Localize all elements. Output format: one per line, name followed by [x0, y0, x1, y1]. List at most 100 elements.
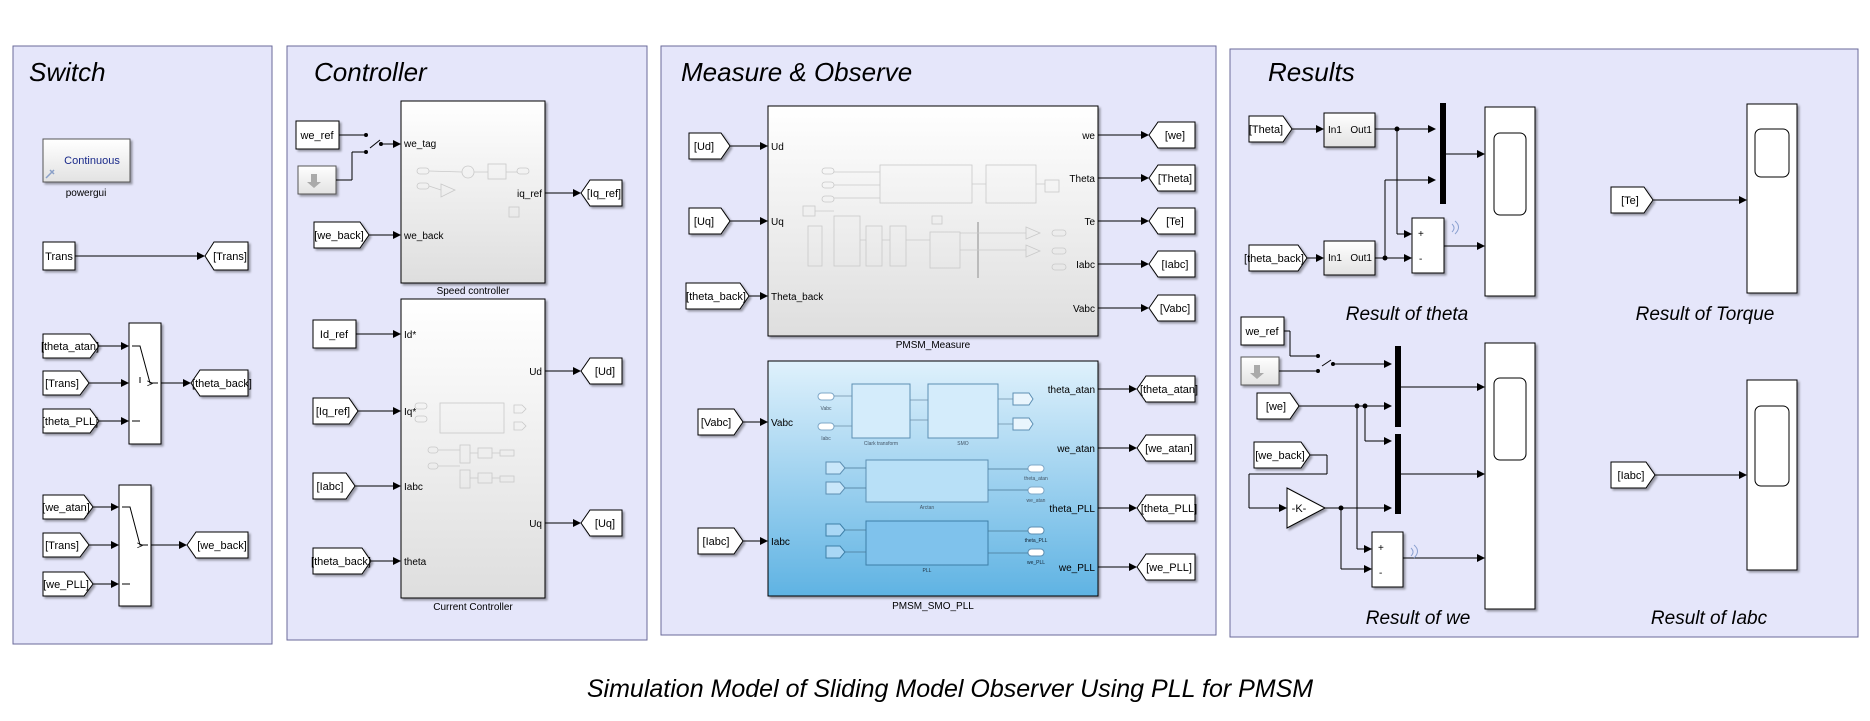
from-vabc-smo[interactable]: [Vabc]	[697, 408, 744, 436]
pmsm-measure-block[interactable]: Ud Uq Theta_back we Theta Te Iabc Vabc	[767, 105, 1099, 337]
powergui-block[interactable]: Continuous powergui	[42, 138, 131, 199]
svg-text:[Uq]: [Uq]	[595, 518, 615, 530]
svg-text:[we_atan]: [we_atan]	[42, 502, 90, 514]
scope-theta[interactable]	[1484, 106, 1536, 297]
from-theta-back-meas[interactable]: [theta_back]	[685, 282, 750, 310]
from-we-atan[interactable]: [we_atan]	[42, 494, 94, 520]
smo-inner-diagram: Vabc Iabc Clark transform SMO Arctan the…	[817, 383, 1048, 574]
speed-controller-block[interactable]: we_tag we_back iq_ref	[400, 100, 546, 284]
from-theta-res[interactable]: [Theta]	[1248, 115, 1293, 143]
mux-theta[interactable]	[1440, 103, 1446, 204]
goto-theta[interactable]: [Theta]	[1148, 164, 1196, 192]
goto-theta-back[interactable]: [theta_back]	[190, 369, 252, 397]
from-uq[interactable]: [Uq]	[688, 207, 731, 235]
svg-text:Id*: Id*	[404, 330, 416, 341]
svg-text:theta: theta	[404, 557, 427, 568]
plug-icon	[45, 169, 55, 179]
svg-text:[Iabc]: [Iabc]	[1162, 259, 1189, 271]
measure-inner-diagram	[802, 164, 1067, 278]
goto-ud[interactable]: [Ud]	[580, 357, 623, 385]
from-iabc-ctrl[interactable]: [Iabc]	[312, 472, 356, 500]
goto-trans[interactable]: [Trans]	[204, 241, 249, 271]
goto-we[interactable]: [we]	[1148, 121, 1196, 149]
from-trans-theta[interactable]: [Trans]	[42, 370, 90, 396]
goto-theta-pll[interactable]: [theta_PLL]	[1136, 494, 1197, 522]
svg-text:[we]: [we]	[1266, 401, 1286, 413]
goto-uq[interactable]: [Uq]	[580, 509, 623, 537]
svg-text:Iabc: Iabc	[1076, 260, 1095, 271]
goto-te[interactable]: [Te]	[1148, 207, 1196, 235]
svg-text:Id_ref: Id_ref	[320, 329, 349, 341]
svg-text:[we_PLL]: [we_PLL]	[1146, 562, 1192, 574]
svg-text:we_ref: we_ref	[299, 130, 334, 142]
goto-we-pll[interactable]: [we_PLL]	[1136, 553, 1196, 581]
svg-text:[Iq_ref]: [Iq_ref]	[316, 406, 350, 418]
wires-we-results	[1248, 360, 1485, 573]
from-we-ref-ctrl[interactable]: we_ref	[295, 120, 340, 150]
svg-text:we_atan: we_atan	[1056, 444, 1095, 455]
svg-text:theta_PLL: theta_PLL	[1025, 538, 1048, 544]
step-source-icon-res[interactable]	[1240, 356, 1280, 386]
svg-text:iq_ref: iq_ref	[517, 189, 542, 200]
svg-text:[Trans]: [Trans]	[45, 540, 79, 552]
mux-we-2[interactable]	[1395, 434, 1401, 514]
from-te-res[interactable]: [Te]	[1610, 186, 1654, 214]
convert-theta-back-block[interactable]: In1 Out1	[1323, 240, 1376, 276]
svg-text:Vabc: Vabc	[771, 418, 793, 429]
label-result-we: Result of we	[1366, 608, 1471, 629]
from-we-res[interactable]: [we]	[1256, 392, 1300, 420]
from-theta-pll[interactable]: [theta_PLL]	[42, 408, 100, 434]
from-we-pll[interactable]: [we_PLL]	[42, 571, 94, 597]
sum-theta-block[interactable]: + -	[1411, 217, 1459, 274]
svg-text:[theta_atan]: [theta_atan]	[1140, 384, 1198, 396]
goto-iq-ref[interactable]: [Iq_ref]	[580, 179, 623, 207]
svg-text:[Trans]: [Trans]	[213, 251, 247, 263]
from-theta-back-res[interactable]: [theta_back]	[1244, 244, 1308, 272]
goto-we-back[interactable]: [we_back]	[186, 531, 249, 559]
scope-iabc[interactable]	[1746, 379, 1798, 571]
goto-theta-atan[interactable]: [theta_atan]	[1136, 375, 1198, 403]
gain-k-block[interactable]: -K-	[1286, 487, 1327, 529]
from-theta-back-ctrl[interactable]: [theta_back]	[311, 547, 372, 575]
svg-text:Iabc: Iabc	[404, 482, 423, 493]
svg-text:we_back: we_back	[403, 231, 444, 242]
svg-text:[theta_back]: [theta_back]	[192, 378, 252, 390]
switch-we[interactable]: >	[118, 484, 152, 607]
svg-text:[theta_back]: [theta_back]	[1244, 253, 1304, 265]
from-theta-atan[interactable]: [theta_atan]	[41, 333, 100, 359]
wires-theta-results	[1375, 125, 1485, 262]
goto-vabc[interactable]: [Vabc]	[1148, 294, 1196, 322]
manual-switch-ctrl[interactable]	[336, 133, 383, 181]
from-ud[interactable]: [Ud]	[688, 132, 731, 160]
svg-text:[Iabc]: [Iabc]	[317, 481, 344, 493]
from-we-back-ctrl[interactable]: [we_back]	[313, 221, 370, 249]
svg-text:we_PLL: we_PLL	[1027, 560, 1045, 566]
from-we-back-res[interactable]: [we_back]	[1253, 441, 1311, 469]
convert-theta-block[interactable]: In1 Out1	[1323, 112, 1376, 148]
svg-text:[Uq]: [Uq]	[694, 216, 714, 228]
current-controller-block[interactable]: Id* Iq* Iabc theta Ud Uq	[400, 298, 546, 599]
from-iabc-res[interactable]: [Iabc]	[1610, 461, 1656, 489]
svg-text:[theta_PLL]: [theta_PLL]	[42, 416, 98, 428]
svg-text:-K-: -K-	[1292, 503, 1307, 515]
step-source-icon[interactable]	[297, 165, 337, 195]
from-trans-we[interactable]: [Trans]	[42, 532, 90, 558]
svg-text:we: we	[1081, 131, 1095, 142]
from-iq-ref[interactable]: [Iq_ref]	[312, 397, 359, 425]
scope-we[interactable]	[1484, 342, 1536, 610]
mux-we-1[interactable]	[1395, 346, 1401, 427]
goto-we-atan[interactable]: [we_atan]	[1136, 434, 1196, 462]
from-id-ref[interactable]: Id_ref	[312, 319, 357, 349]
from-trans[interactable]: Trans	[42, 241, 76, 271]
sum-we-block[interactable]: + -	[1371, 531, 1418, 588]
from-iabc-smo[interactable]: [Iabc]	[697, 527, 744, 555]
goto-iabc[interactable]: [Iabc]	[1148, 250, 1196, 278]
pmsm-smo-pll-block[interactable]: Vabc Iabc theta_atan we_atan theta_PLL w…	[767, 360, 1099, 597]
manual-switch-res[interactable]	[1279, 330, 1335, 373]
switch-theta[interactable]: >	[128, 322, 162, 445]
from-we-ref-res[interactable]: we_ref	[1240, 316, 1285, 346]
scope-torque[interactable]	[1746, 103, 1798, 294]
svg-text:[Ud]: [Ud]	[595, 366, 615, 378]
svg-text:[Iabc]: [Iabc]	[1618, 470, 1645, 482]
